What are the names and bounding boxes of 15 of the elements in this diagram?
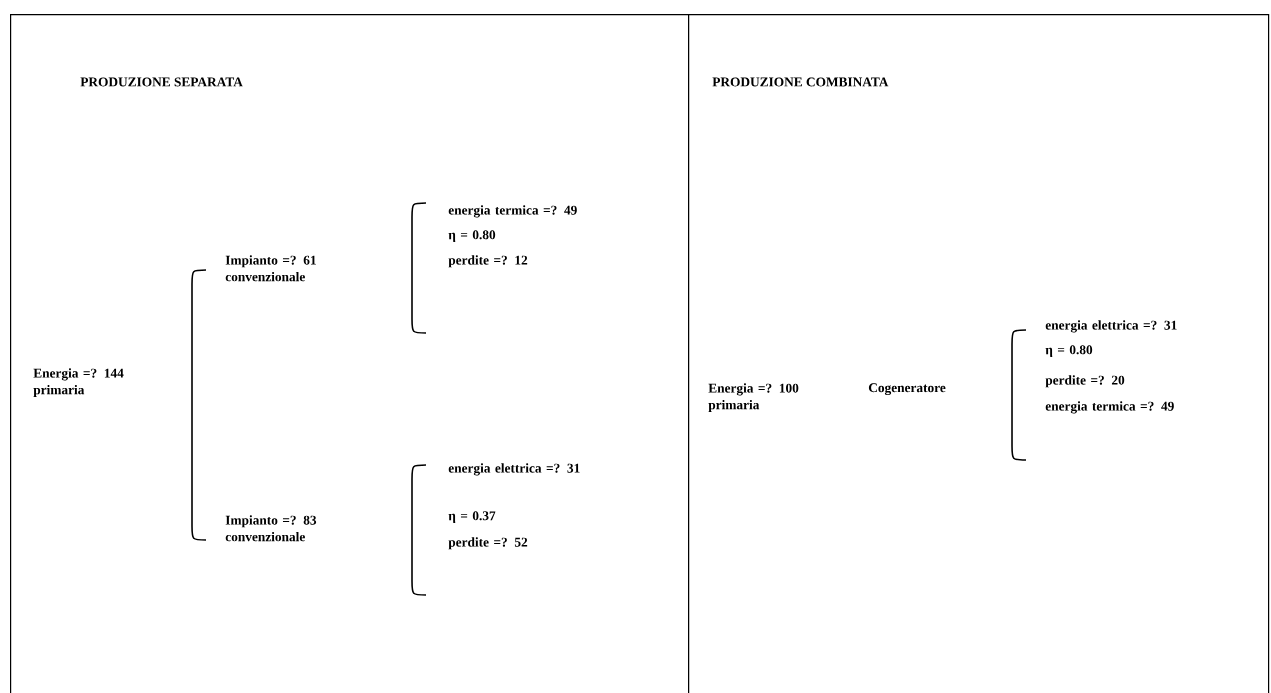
text-label: perdite =? 20 (1045, 375, 1125, 388)
text-label: energia elettrica =? 31 (448, 463, 580, 476)
text-label: η = 0.37 (448, 511, 496, 523)
text-label: perdite =? 12 (448, 255, 528, 268)
text-label: Impianto =? 83 convenzionale (225, 515, 317, 542)
text-label: energia termica =? 49 (1045, 401, 1174, 414)
text-label: η = 0.80 (448, 230, 496, 242)
text-label: Impianto =? 61 convenzionale (225, 255, 316, 282)
text-label: energia termica =? 49 (448, 205, 577, 218)
text-label: perdite =? 52 (448, 537, 528, 550)
text-label: Cogeneratore (868, 383, 946, 396)
text-label: Energia =? 100 primaria (708, 383, 799, 413)
text-label: energia elettrica =? 31 (1045, 320, 1177, 333)
text-label: Energia =? 144 primaria (33, 368, 124, 398)
text-label: η = 0.80 (1045, 345, 1093, 357)
